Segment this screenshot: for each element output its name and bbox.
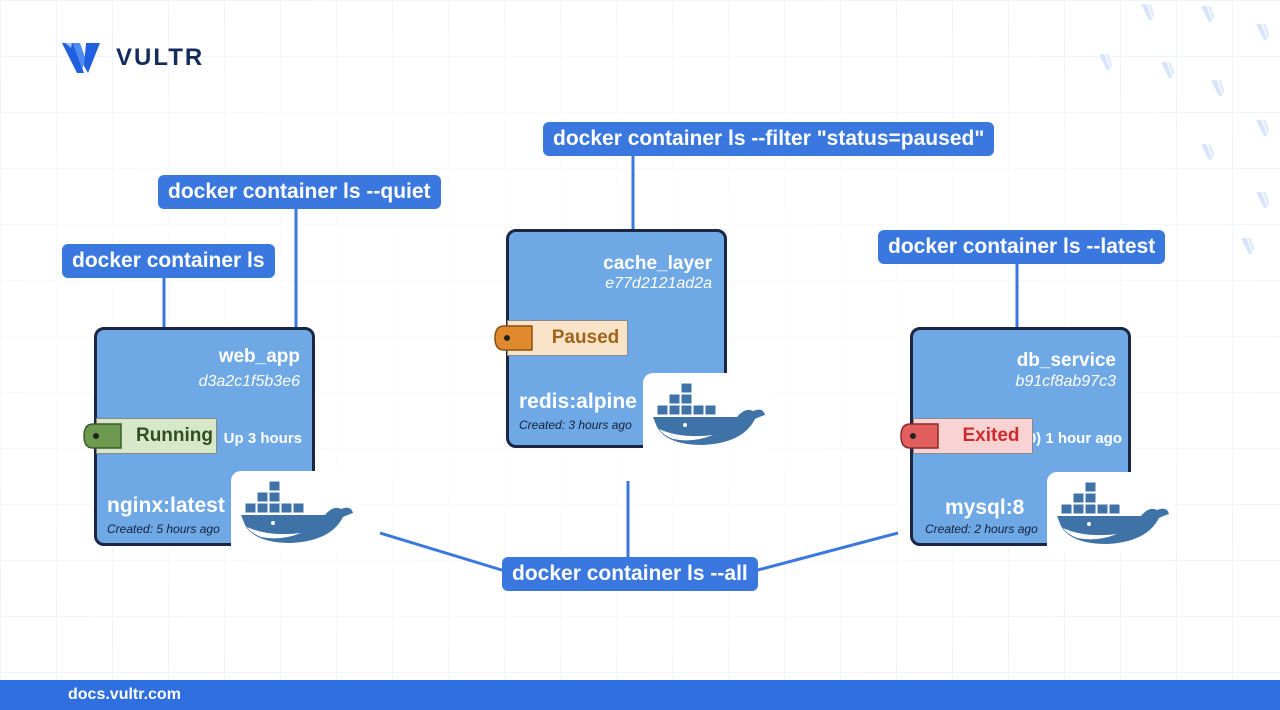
watermark-logo-icon — [1200, 142, 1222, 162]
command-latest: docker container ls --latest — [878, 230, 1166, 264]
docker-whale-icon — [231, 471, 359, 551]
vultr-logo-icon — [62, 43, 100, 73]
watermark-logo-icon — [1255, 118, 1277, 138]
footer-bar: docs.vultr.com — [0, 680, 1280, 710]
created-time: Created: 3 hours ago — [519, 418, 632, 432]
watermark-logo-icon — [1240, 236, 1262, 256]
footer-url[interactable]: docs.vultr.com — [68, 686, 181, 703]
command-ls: docker container ls — [62, 244, 275, 278]
watermark-logo-icon — [1210, 78, 1232, 98]
status-label: Paused — [551, 327, 620, 348]
container-image: redis:alpine — [519, 390, 637, 413]
watermark-logo-icon — [1200, 4, 1222, 24]
status-label: Running — [135, 425, 214, 446]
docker-whale-icon — [1047, 472, 1175, 552]
status-detail: Up 3 hours — [223, 430, 302, 447]
watermark-logo-icon — [1098, 52, 1120, 72]
container-id: d3a2c1f5b3e6 — [198, 373, 300, 390]
status-detail: (0) 1 hour ago — [1022, 430, 1122, 447]
command-filter-paused: docker container ls --filter "status=pau… — [543, 122, 995, 156]
status-tag-icon — [900, 423, 940, 449]
status-tag-icon — [83, 423, 123, 449]
container-image: nginx:latest — [107, 494, 225, 517]
status-tag-running: Running — [83, 418, 217, 454]
status-tag-icon — [494, 325, 534, 351]
status-tag-exited: Exited — [900, 418, 1033, 454]
container-id: b91cf8ab97c3 — [1015, 373, 1116, 390]
container-name: cache_layer — [603, 253, 712, 274]
watermark-logo-icon — [1140, 2, 1162, 22]
command-quiet: docker container ls --quiet — [158, 175, 441, 209]
container-id: e77d2121ad2a — [605, 275, 712, 292]
command-all: docker container ls --all — [502, 557, 758, 591]
status-label: Exited — [962, 425, 1020, 446]
vultr-logo[interactable]: VULTR — [62, 40, 204, 76]
container-name: web_app — [218, 346, 300, 367]
container-image: mysql:8 — [945, 496, 1025, 519]
container-name: db_service — [1016, 350, 1116, 371]
watermark-logo-icon — [1255, 190, 1277, 210]
brand-name: VULTR — [116, 44, 205, 71]
created-time: Created: 5 hours ago — [107, 522, 220, 536]
docker-whale-icon — [643, 373, 771, 453]
watermark-logo-icon — [1160, 60, 1182, 80]
status-tag-paused: Paused — [494, 320, 628, 356]
watermark-logo-icon — [1255, 22, 1277, 42]
created-time: Created: 2 hours ago — [925, 522, 1038, 536]
